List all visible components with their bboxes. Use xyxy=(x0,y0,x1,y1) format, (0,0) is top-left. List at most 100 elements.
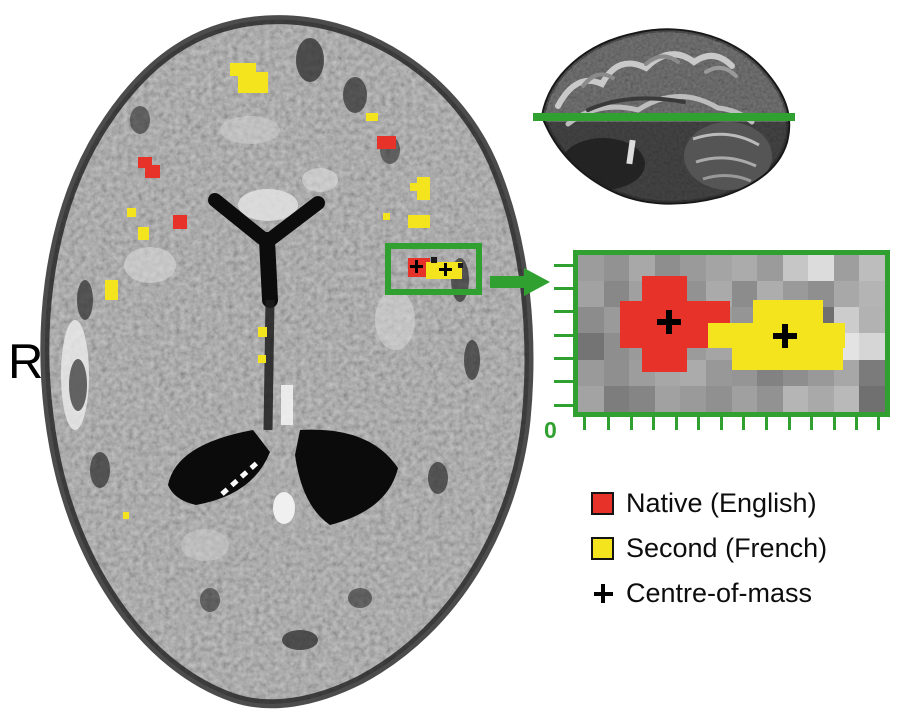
gyri-lines xyxy=(555,51,755,127)
dark-activation-spot xyxy=(458,263,463,268)
tick-mark xyxy=(675,417,678,430)
cross-v-bar xyxy=(782,324,788,348)
voxel-cell xyxy=(680,385,706,412)
cross-v-bar xyxy=(414,259,418,273)
second-yellow-swatch xyxy=(591,536,614,560)
voxel-cell xyxy=(654,385,681,412)
yellow-activation-spot xyxy=(123,512,129,519)
voxel-cell xyxy=(859,385,885,412)
lateral-ventricles xyxy=(208,193,325,308)
voxel-cell xyxy=(859,255,885,282)
voxel-cell xyxy=(833,255,860,282)
tick-mark xyxy=(554,357,574,360)
voxel-cell xyxy=(757,255,783,282)
yellow-activation-spot xyxy=(105,280,118,300)
centre-of-mass-plus-icon xyxy=(591,582,614,605)
tick-mark xyxy=(652,417,655,430)
centre-of-mass-cross xyxy=(409,259,423,273)
voxel-cell xyxy=(731,281,758,308)
cluster-overlay xyxy=(578,255,885,412)
red-activation-spot xyxy=(377,136,396,149)
voxel-cell xyxy=(833,385,860,412)
tick-mark xyxy=(630,417,633,430)
voxel-cell xyxy=(731,255,758,282)
voxel-cell xyxy=(782,385,809,412)
tick-mark xyxy=(742,417,745,430)
voxel-cell xyxy=(578,281,604,308)
yellow-cluster-rect xyxy=(732,348,843,370)
native-red-swatch xyxy=(591,491,614,515)
voxel-cell xyxy=(808,255,834,282)
centre-of-mass-cross xyxy=(438,262,452,276)
yellow-activation-spot xyxy=(417,177,430,200)
tick-mark xyxy=(554,310,574,313)
cerebellum xyxy=(684,122,772,190)
brain-outline xyxy=(40,15,534,709)
axial-brain-slice xyxy=(28,8,536,714)
sagittal-locator xyxy=(528,14,798,206)
centre-of-mass-cross xyxy=(657,310,681,334)
activation-spots-layer xyxy=(28,8,536,714)
roi-highlight-box xyxy=(385,243,482,295)
tick-mark xyxy=(697,417,700,430)
voxel-cell xyxy=(757,385,783,412)
tick-mark xyxy=(554,264,574,267)
zoom-arrow-icon xyxy=(490,268,550,296)
red-activation-spot xyxy=(408,258,430,277)
tick-mark xyxy=(554,404,574,407)
red-activation-spot xyxy=(138,157,152,168)
voxel-cell xyxy=(859,359,885,386)
voxel-cell xyxy=(578,307,604,334)
axial-brain-image xyxy=(40,15,534,709)
tick-mark xyxy=(720,417,723,430)
voxel-cell xyxy=(603,359,630,386)
posterior-dark-structure xyxy=(168,429,398,525)
tick-mark xyxy=(554,380,574,383)
voxel-cell xyxy=(603,255,630,282)
sagittal-brain-image xyxy=(540,28,791,205)
voxel-cell xyxy=(629,385,655,412)
voxel-cell xyxy=(859,333,885,360)
tick-mark xyxy=(877,417,880,430)
yellow-activation-spot xyxy=(383,213,390,220)
inset-origin-label: 0 xyxy=(544,417,557,443)
centre-of-mass-cross xyxy=(773,324,797,348)
orientation-label-right: R xyxy=(8,335,44,389)
tick-mark xyxy=(765,417,768,430)
voxel-cell xyxy=(603,385,630,412)
yellow-activation-spot xyxy=(127,208,136,217)
yellow-activation-spot xyxy=(258,327,267,337)
cross-v-bar xyxy=(666,310,672,334)
tick-mark xyxy=(810,417,813,430)
slice-level-line xyxy=(533,113,795,121)
interhemispheric-fissure xyxy=(263,299,275,431)
voxel-cell xyxy=(578,385,604,412)
tick-mark xyxy=(788,417,791,430)
red-cluster-rect xyxy=(642,348,687,372)
voxel-cell xyxy=(808,385,834,412)
voxel-cell xyxy=(731,385,758,412)
legend-item-second: Second (French) xyxy=(585,533,885,563)
tick-mark xyxy=(833,417,836,430)
genu-bright-region xyxy=(238,189,298,221)
yellow-activation-spot xyxy=(366,113,378,121)
zoom-inset-panel: 0 xyxy=(544,250,890,443)
legend-item-native: Native (English) xyxy=(585,487,885,518)
cross-v-bar xyxy=(601,584,605,603)
voxel-cell xyxy=(859,281,885,308)
voxel-cell xyxy=(705,359,732,386)
yellow-activation-spot xyxy=(410,183,418,191)
tick-mark xyxy=(554,287,574,290)
legend: Native (English) Second (French) Centre-… xyxy=(585,487,885,624)
yellow-activation-spot xyxy=(138,227,149,240)
voxel-cell xyxy=(578,255,604,282)
voxel-cell xyxy=(859,307,885,334)
voxel-cell xyxy=(705,255,732,282)
yellow-activation-spot xyxy=(258,355,266,363)
red-cluster-rect xyxy=(642,276,687,301)
voxel-cell xyxy=(705,385,732,412)
legend-label-native: Native (English) xyxy=(626,487,817,518)
tick-mark xyxy=(554,334,574,337)
legend-label-centre-of-mass: Centre-of-mass xyxy=(626,577,813,608)
